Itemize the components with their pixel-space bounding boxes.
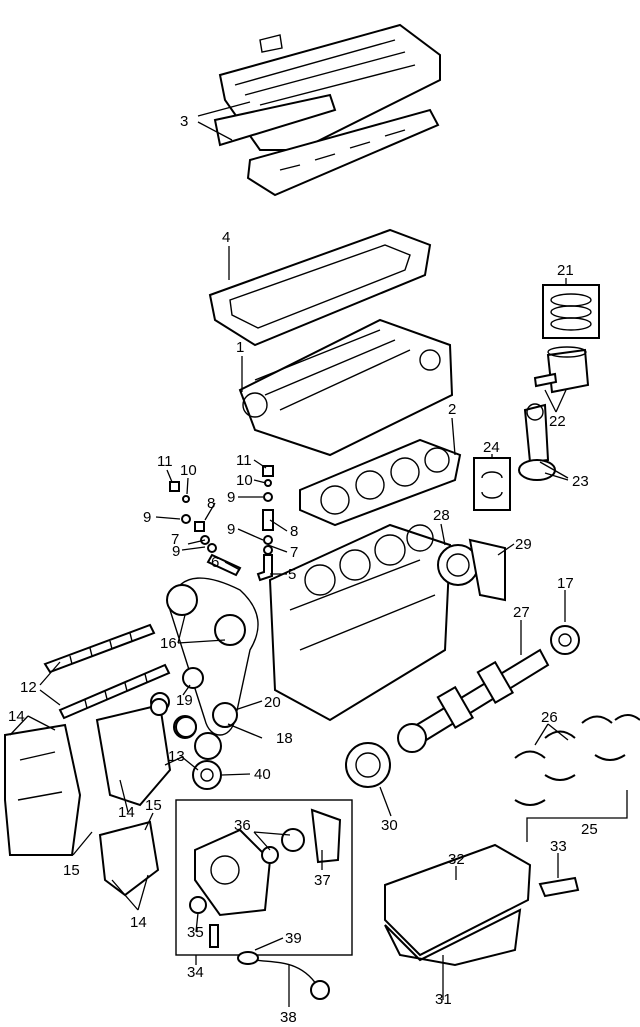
callout-20[interactable]: 20 (264, 694, 281, 711)
callout-26[interactable]: 26 (541, 709, 558, 726)
callout-32[interactable]: 32 (448, 851, 465, 868)
callout-10-left[interactable]: 10 (180, 462, 197, 479)
valve-cover-assembly (213, 23, 441, 197)
callout-27[interactable]: 27 (513, 604, 530, 621)
callout-36[interactable]: 36 (234, 817, 251, 834)
callout-4[interactable]: 4 (222, 229, 230, 246)
callout-14-mid[interactable]: 14 (118, 804, 135, 821)
callout-38[interactable]: 38 (280, 1009, 297, 1026)
callout-7-right[interactable]: 7 (290, 544, 298, 561)
callout-9-d[interactable]: 9 (227, 489, 235, 506)
timing-belt (166, 577, 259, 736)
cylinder-block (268, 523, 452, 722)
callout-7-left[interactable]: 7 (171, 531, 179, 548)
callout-12[interactable]: 12 (20, 679, 37, 696)
callout-15-left[interactable]: 15 (63, 862, 80, 879)
callout-9-c[interactable]: 9 (227, 521, 235, 538)
callout-34[interactable]: 34 (187, 964, 204, 981)
camshafts (43, 623, 171, 720)
callout-15-right[interactable]: 15 (145, 797, 162, 814)
timing-cover-upper (4, 723, 82, 856)
crankshaft (397, 648, 550, 753)
cam-seals (150, 698, 197, 738)
callout-11-left[interactable]: 11 (157, 453, 173, 470)
callout-28[interactable]: 28 (433, 507, 450, 524)
callout-11-right[interactable]: 11 (236, 452, 252, 469)
callout-25[interactable]: 25 (581, 821, 598, 838)
callout-2[interactable]: 2 (448, 401, 456, 418)
callout-13[interactable]: 13 (168, 748, 185, 765)
drain-plug (538, 876, 580, 898)
valve-parts-left (169, 481, 242, 577)
callout-33[interactable]: 33 (550, 838, 567, 855)
callout-23[interactable]: 23 (572, 473, 589, 490)
callout-1[interactable]: 1 (236, 339, 244, 356)
timing-cover-lower (98, 820, 160, 897)
callout-22[interactable]: 22 (549, 413, 566, 430)
callout-19[interactable]: 19 (176, 692, 193, 709)
callout-31[interactable]: 31 (435, 991, 452, 1008)
callout-37[interactable]: 37 (314, 872, 331, 889)
callout-24[interactable]: 24 (483, 439, 500, 456)
callout-30[interactable]: 30 (381, 817, 398, 834)
oil-pan (384, 843, 532, 967)
piston-rings (542, 284, 600, 339)
oil-strainer (237, 951, 330, 1000)
callout-17[interactable]: 17 (557, 575, 574, 592)
callout-8-left[interactable]: 8 (207, 495, 215, 512)
callout-6[interactable]: 6 (211, 554, 219, 571)
leader-lines (9, 101, 628, 1007)
callout-14-top[interactable]: 14 (8, 708, 25, 725)
rod-bearing-box (473, 457, 511, 511)
callout-29[interactable]: 29 (515, 536, 532, 553)
callout-9-b[interactable]: 9 (172, 543, 180, 560)
tensioner (192, 760, 222, 790)
head-gasket (299, 438, 462, 527)
callout-40[interactable]: 40 (254, 766, 271, 783)
main-bearings (514, 714, 640, 806)
callout-16[interactable]: 16 (160, 635, 177, 652)
head-cover-gasket (208, 228, 432, 347)
callout-35[interactable]: 35 (187, 924, 204, 941)
callout-10-right[interactable]: 10 (236, 472, 253, 489)
timing-cover-inner (95, 703, 172, 807)
callout-9-a[interactable]: 9 (143, 509, 151, 526)
callout-14-bottom[interactable]: 14 (130, 914, 147, 931)
crank-pulley (345, 742, 391, 788)
cylinder-head (238, 318, 454, 457)
callout-21[interactable]: 21 (557, 262, 574, 279)
seal-retainer (468, 538, 506, 602)
oil-pump-box (175, 799, 353, 956)
callout-8-right[interactable]: 8 (290, 523, 298, 540)
callout-18[interactable]: 18 (276, 730, 293, 747)
callout-5[interactable]: 5 (288, 566, 296, 583)
piston (533, 346, 590, 394)
callout-labels: 3 4 1 2 5 6 7 7 8 8 9 9 9 9 10 10 11 11 … (8, 113, 598, 1026)
crank-sprocket (550, 625, 580, 655)
callout-39[interactable]: 39 (285, 930, 302, 947)
callout-3[interactable]: 3 (180, 113, 188, 130)
